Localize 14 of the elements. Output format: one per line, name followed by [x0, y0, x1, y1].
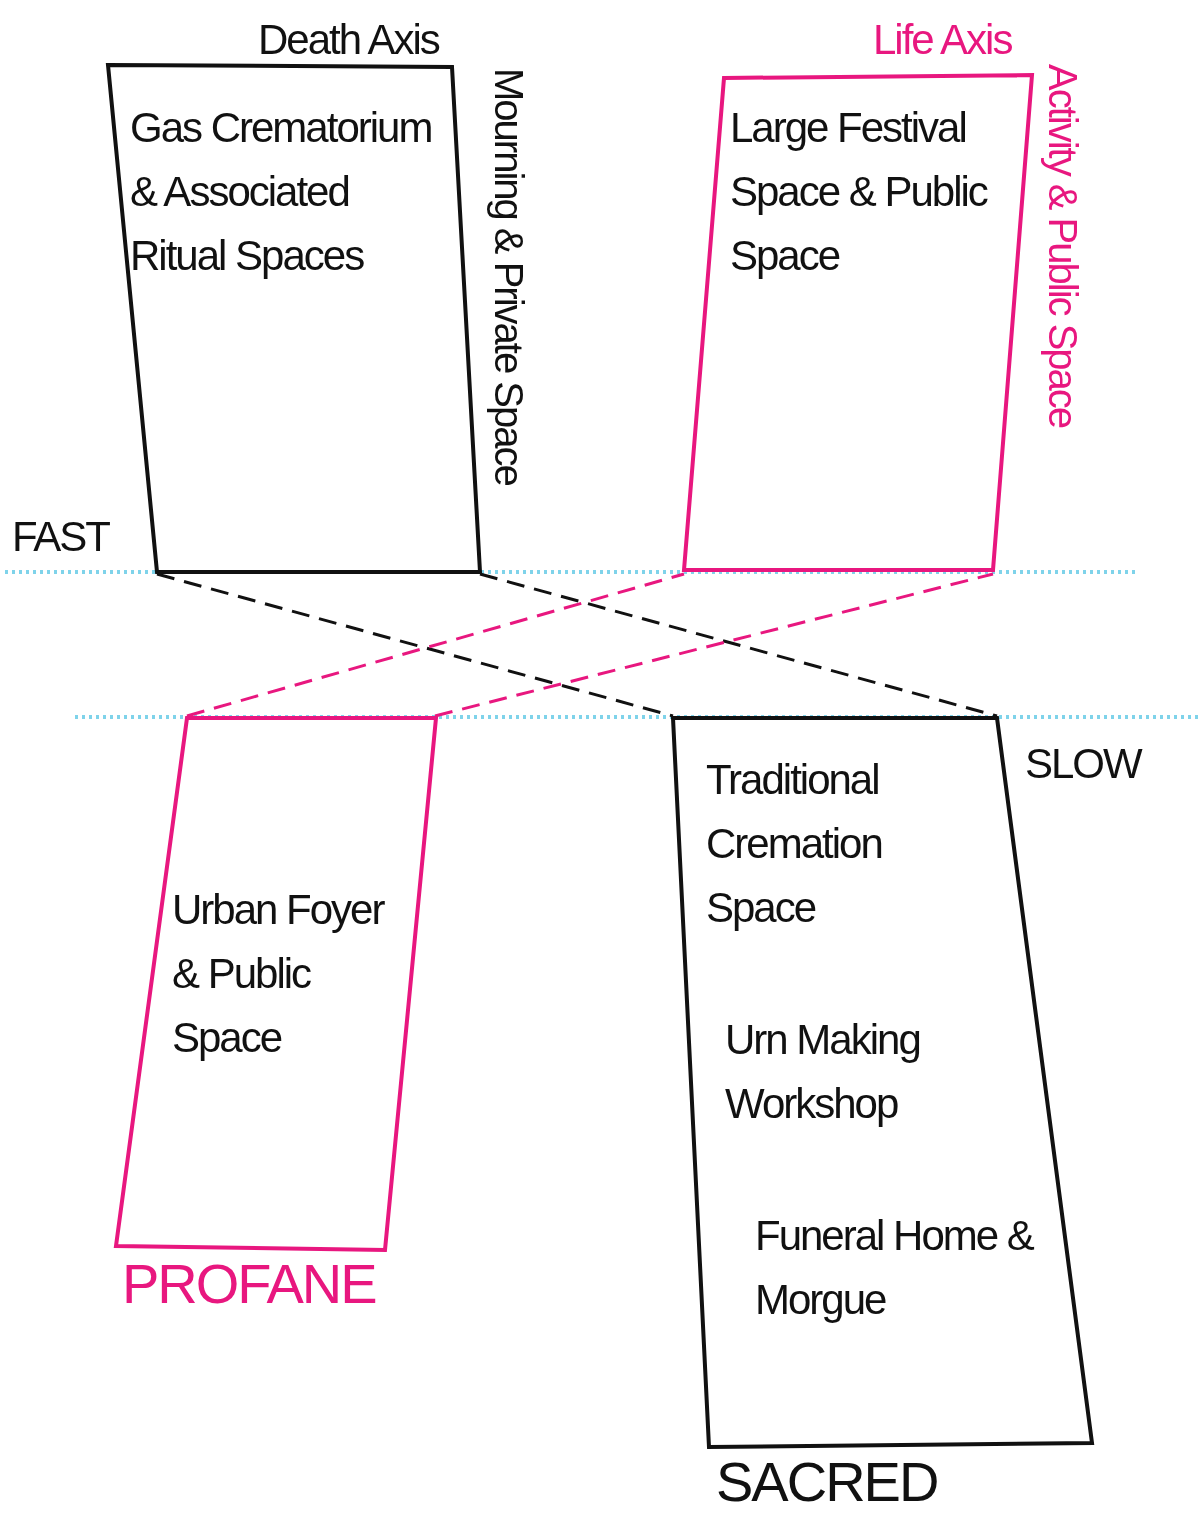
side-label: Activity & Public Space — [1040, 64, 1086, 428]
axis-heading: Life Axis — [873, 15, 1013, 65]
zone-label: Gas Crematorium & Associated Ritual Spaces — [130, 103, 433, 281]
zone-label: Urn Making Workshop — [725, 1015, 921, 1129]
zone-label: Traditional Cremation Space — [706, 755, 883, 933]
speed-label: FAST — [12, 512, 110, 562]
pole-label: SACRED — [716, 1450, 938, 1514]
zone-label: Urban Foyer & Public Space — [172, 885, 385, 1063]
zone-label: Funeral Home & Morgue — [755, 1211, 1035, 1325]
pole-label: PROFANE — [122, 1252, 376, 1316]
axis-heading: Death Axis — [258, 15, 441, 65]
zone-label: Large Festival Space & Public Space — [730, 103, 989, 281]
side-label: Mourning & Private Space — [486, 68, 532, 485]
speed-label: SLOW — [1025, 739, 1141, 789]
